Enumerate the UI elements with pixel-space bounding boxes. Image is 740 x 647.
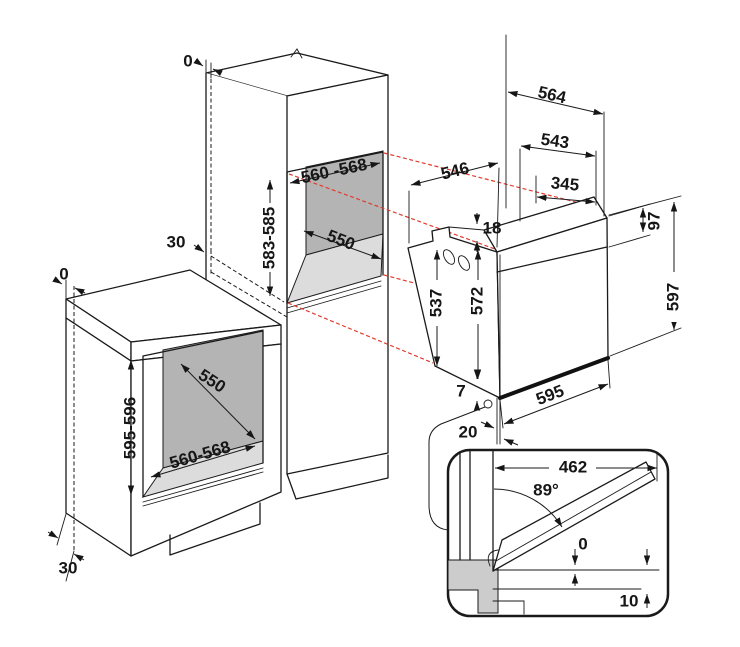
base-cabinet-plinth: [169, 502, 261, 556]
oven-vent-slot-icon: [442, 249, 456, 265]
dim-537-mask: [429, 280, 445, 326]
base-cabinet: [65, 269, 282, 557]
dim-564: [507, 91, 604, 115]
oven-control-panel-line: [496, 246, 608, 273]
dim-tall-niche-width: [289, 161, 381, 185]
detail-hinge-icon: [487, 549, 499, 567]
dim-label-base-niche-height: 595-596: [121, 397, 140, 459]
detail-callout-anchor: [483, 399, 493, 409]
dim-base-plinth-right-arrow: [73, 553, 85, 562]
detail-door-inner-line: [495, 471, 652, 562]
dim-label-open-angle: 89°: [533, 481, 559, 500]
dim-label-door-depth: 462: [559, 458, 587, 477]
dim-label-base-plinth-recess: 30: [59, 559, 78, 578]
vent-arrow-icon: [290, 48, 303, 59]
door-opening-detail: 462 89° 0 10: [428, 406, 670, 618]
dim-base-plinth-left-arrow: [47, 530, 59, 539]
dim-base-niche-width: [150, 445, 256, 478]
dim-tall-top-gap-left-arrow: [193, 57, 204, 67]
ext-595: [499, 359, 611, 429]
ext-base-plinth-recess: [56, 513, 75, 582]
ext-345: [535, 150, 597, 206]
oven-body-top-edge: [448, 226, 485, 231]
dim-label-tall-rear-recess: 30: [167, 233, 186, 252]
dim-tall-rear-recess-arrow: [193, 243, 205, 253]
dim-label-tall-top-gap: 0: [183, 52, 192, 71]
dim-label-oven-front-height: 597: [664, 283, 683, 311]
dim-label-oven-body-height: 537: [427, 289, 446, 317]
dim-label-oven-top-clearance: 18: [483, 219, 502, 238]
ext-546: [408, 167, 500, 248]
dim-label-oven-body-depth: 543: [540, 130, 571, 153]
dim-597-mask: [666, 272, 682, 322]
dim-20-right-arrow: [503, 438, 519, 446]
oven-vent-slot-icon: [457, 255, 471, 271]
detail-step-line: [492, 600, 525, 615]
dim-base-top-gap-left-arrow: [52, 276, 63, 285]
dim-label-oven-front-overhang: 20: [459, 423, 478, 442]
dim-20-left-arrow: [480, 421, 495, 429]
projection-line-bottom-right: [383, 274, 415, 284]
dim-label-oven-front-depth: 345: [550, 173, 580, 194]
projection-line-top-left: [288, 173, 496, 250]
dim-label-zero-gap: 0: [578, 535, 587, 554]
dim-base-top-gap-right-arrow: [74, 287, 86, 296]
detail-inset-content: 462 89° 0 10: [448, 450, 660, 615]
ext-597: [608, 195, 682, 357]
projection-line-bottom-left: [287, 302, 434, 364]
ext-564: [505, 34, 605, 217]
dim-595: [503, 383, 609, 425]
detail-leader-line: [428, 406, 486, 531]
dim-label-tall-niche-height: 583-585: [260, 207, 279, 269]
dim-angle-arc: [493, 488, 563, 528]
dim-tall-top-gap-right-arrow: [212, 68, 223, 77]
ext-20: [496, 397, 501, 445]
dim-label-oven-panel-height: 97: [645, 212, 664, 231]
dim-base-niche-depth: [180, 363, 256, 440]
detail-cabinet-wall-lines: [459, 450, 494, 572]
dim-462-mask: [549, 460, 596, 476]
dim-label-oven-total-depth: 564: [536, 83, 568, 108]
dim-label-oven-niche-depth: 546: [439, 158, 471, 183]
dim-tall-niche-depth: [303, 230, 382, 260]
dim-572-mask: [470, 280, 486, 324]
dim-345: [536, 194, 596, 205]
dim-543: [520, 144, 596, 158]
dim-label-oven-front-inner-height: 572: [468, 287, 487, 315]
dim-label-base-top-gap: 0: [59, 265, 68, 284]
tall-cabinet-plinth: [286, 454, 389, 500]
base-niche-opening: [142, 330, 264, 498]
dim-label-bottom-clearance: 10: [620, 592, 639, 611]
dim-label-oven-bottom-gap: 7: [456, 382, 465, 401]
ext-tall-top-gap: [205, 59, 212, 79]
tall-cabinet-side-face: [206, 73, 287, 328]
dim-546: [410, 162, 499, 186]
